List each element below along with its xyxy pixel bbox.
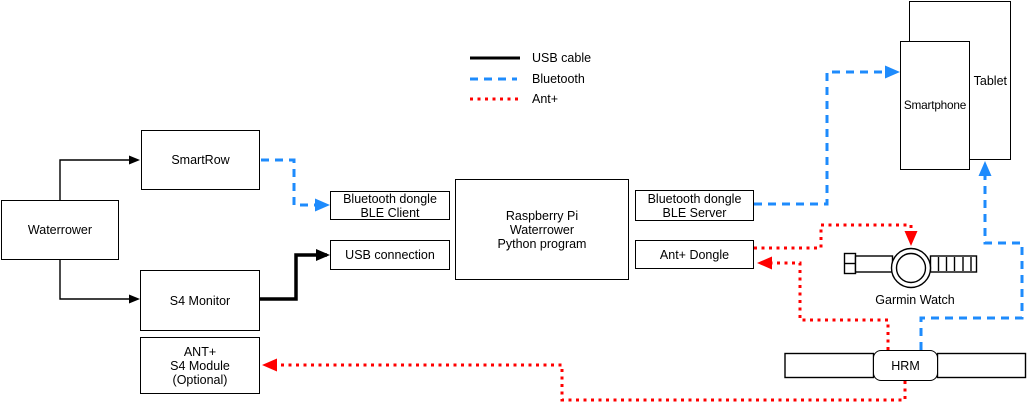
node-raspberry-pi-line1: Raspberry Pi	[505, 208, 579, 223]
connector-ant-dongle-garmin-watch	[754, 223, 918, 250]
node-smartphone-label: Smartphone	[903, 97, 967, 112]
node-ant-dongle: Ant+ Dongle	[635, 240, 754, 269]
hrm-strap-right	[936, 352, 1027, 379]
hrm-strap-left	[784, 352, 875, 379]
node-smartrow: SmartRow	[141, 130, 260, 190]
node-raspberry-pi: Raspberry Pi Waterrower Python program	[455, 179, 629, 280]
legend-ant-label: Ant+	[532, 92, 559, 106]
connector-hrm-ant-dongle	[757, 256, 890, 350]
node-ble-client: Bluetooth dongle BLE Client	[330, 191, 450, 220]
watch-strap-right	[929, 255, 978, 273]
legend-usb-label: USB cable	[532, 51, 592, 65]
legend-bluetooth-label: Bluetooth	[532, 72, 585, 86]
node-usb-connection: USB connection	[330, 240, 450, 270]
node-ant-dongle-label: Ant+ Dongle	[659, 247, 730, 262]
garmin-watch-icon	[843, 247, 978, 289]
node-s4-monitor-label: S4 Monitor	[169, 293, 231, 308]
node-ble-server-line2: BLE Server	[662, 205, 727, 220]
node-waterrower-label: Waterrower	[27, 223, 93, 237]
node-raspberry-pi-line3: Python program	[497, 236, 587, 251]
node-usb-connection-label: USB connection	[345, 248, 435, 262]
node-smartrow-label: SmartRow	[171, 153, 230, 167]
node-ble-client-line1: Bluetooth dongle	[343, 191, 437, 206]
node-ant-s4-module-line3: (Optional)	[172, 372, 228, 387]
watch-strap-holes	[937, 257, 972, 271]
connector-hrm-tablet	[919, 161, 1024, 350]
node-ant-s4-module-line2: S4 Module	[170, 358, 230, 373]
connector-waterrower-smartrow	[59, 155, 140, 200]
node-raspberry-pi-line2: Waterrower	[509, 222, 575, 237]
node-smartphone: Smartphone	[900, 41, 970, 170]
node-s4-monitor: S4 Monitor	[140, 270, 260, 331]
node-ant-s4-module: ANT+ S4 Module (Optional)	[140, 337, 260, 394]
connector-s4-monitor-usb-connection	[260, 249, 330, 301]
watch-face-inner	[895, 252, 927, 284]
node-ble-server-line1: Bluetooth dongle	[647, 191, 742, 206]
connector-ble-server-smartphone	[754, 65, 900, 206]
node-hrm-label: HRM	[891, 358, 920, 373]
connector-smartrow-ble-client	[261, 158, 330, 212]
node-hrm: HRM	[873, 350, 938, 381]
connector-hrm-ant-s4-module	[262, 358, 907, 402]
node-ant-s4-module-line1: ANT+	[183, 344, 217, 359]
node-tablet-label: Tablet	[973, 73, 1007, 88]
node-waterrower: Waterrower	[1, 200, 119, 260]
garmin-watch-label: Garmin Watch	[875, 293, 955, 307]
node-ble-server: Bluetooth dongle BLE Server	[635, 190, 754, 221]
node-ble-client-line2: BLE Client	[360, 205, 420, 220]
hrm-strap-icon	[784, 352, 1027, 379]
watch-strap-left	[854, 255, 894, 273]
connector-waterrower-s4-monitor	[59, 260, 140, 304]
